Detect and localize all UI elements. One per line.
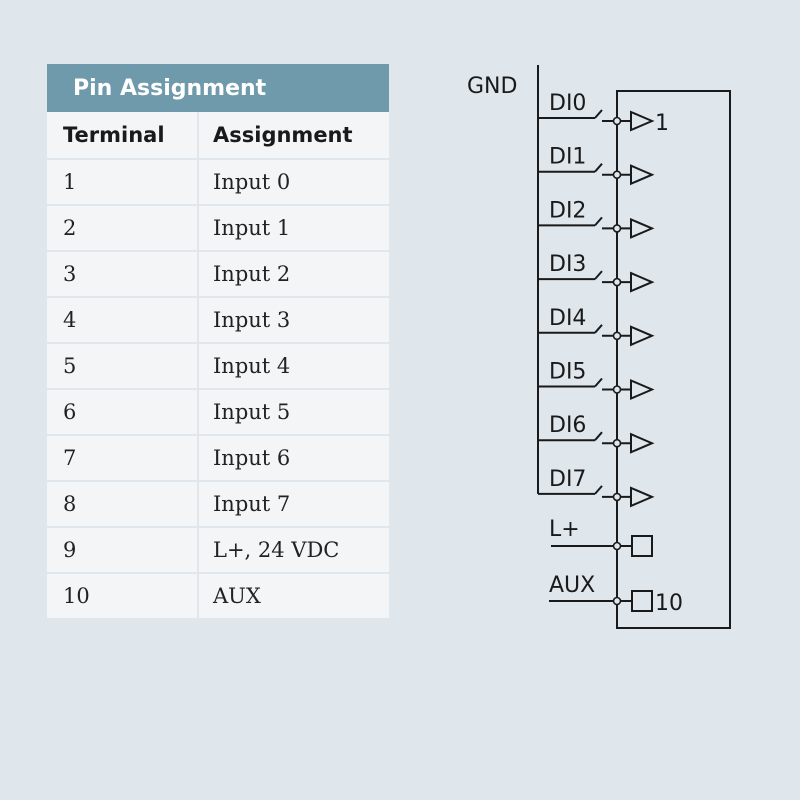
input-label: DI5 (549, 360, 586, 385)
assignment-cell: Input 2 (213, 262, 291, 286)
input-channel-di5: DI5 (538, 360, 655, 401)
terminal-cell: 4 (47, 298, 199, 342)
table-row: 6 Input 5 (47, 388, 389, 434)
table-row: 9 L+, 24 VDC (47, 526, 389, 572)
column-header-assignment: Assignment (213, 123, 353, 147)
terminal-dot (612, 331, 622, 341)
input-label: DI3 (549, 252, 586, 277)
input-arrow-icon (630, 110, 655, 132)
input-label: DI6 (549, 413, 586, 438)
switch-contact (594, 270, 603, 280)
column-header-terminal: Terminal (47, 112, 199, 158)
input-channel-di6: DI6 (538, 413, 655, 454)
terminal-dot (612, 116, 622, 126)
terminal-cell: 9 (47, 528, 199, 572)
input-channel-di0: DI0 1 (538, 91, 669, 136)
assignment-cell: Input 0 (213, 170, 291, 194)
terminal-dot (612, 596, 622, 606)
switch-contact (594, 485, 603, 495)
terminal-cell: 3 (47, 252, 199, 296)
aux-label: AUX (549, 573, 595, 598)
power-label: L+ (549, 517, 580, 542)
assignment-cell: Input 3 (213, 308, 291, 332)
assignment-cell: L+, 24 VDC (213, 538, 340, 562)
input-arrow-icon (630, 432, 655, 454)
table-row: 10 AUX (47, 572, 389, 618)
input-arrow-icon (630, 271, 655, 293)
terminal-cell: 1 (47, 160, 199, 204)
switch-contact (594, 163, 603, 173)
terminal-dot (612, 170, 622, 179)
terminal-cell: 8 (47, 482, 199, 526)
terminal-cell: 2 (47, 206, 199, 250)
input-label: DI2 (549, 198, 586, 223)
input-label: DI4 (549, 306, 586, 331)
terminal-cell: 6 (47, 390, 199, 434)
input-arrow-icon (630, 217, 655, 239)
input-channel-di7: DI7 (538, 467, 655, 508)
table-title: Pin Assignment (47, 64, 389, 112)
terminal-square-icon (631, 535, 653, 557)
input-channel-di4: DI4 (538, 306, 655, 347)
assignment-cell: Input 1 (213, 216, 291, 240)
input-label: DI0 (549, 91, 586, 116)
terminal-square-icon (631, 590, 653, 612)
assignment-cell: Input 7 (213, 492, 291, 516)
terminal-dot (612, 224, 622, 233)
power-terminal: L+ (549, 517, 653, 557)
assignment-cell: Input 6 (213, 446, 291, 470)
terminal-cell: 10 (47, 574, 199, 618)
table-row: 7 Input 6 (47, 434, 389, 480)
terminal-cell: 5 (47, 344, 199, 388)
module-outline (616, 90, 731, 629)
assignment-cell: Input 5 (213, 400, 291, 424)
terminal-dot (612, 541, 622, 551)
input-label: DI7 (549, 467, 586, 492)
switch-contact (594, 431, 603, 441)
switch-contact (594, 109, 603, 119)
switch-contact (594, 216, 603, 227)
assignment-cell: AUX (213, 584, 261, 608)
input-channel-di3: DI3 (538, 252, 655, 293)
input-label: DI1 (549, 145, 586, 170)
terminal-dot (612, 277, 622, 287)
terminal-number-label: 1 (655, 111, 669, 136)
input-arrow-icon (630, 164, 655, 186)
pin-assignment-table: Pin Assignment Terminal Assignment 1 Inp… (47, 64, 389, 618)
terminal-dot (612, 438, 622, 448)
terminal-dot (612, 385, 622, 394)
table-column-header-row: Terminal Assignment (47, 112, 389, 158)
terminal-number-label: 10 (655, 591, 683, 616)
table-row: 5 Input 4 (47, 342, 389, 388)
table-row: 3 Input 2 (47, 250, 389, 296)
switch-contact (594, 377, 603, 388)
input-arrow-icon (630, 486, 655, 508)
terminal-dot (612, 492, 622, 502)
terminal-cell: 7 (47, 436, 199, 480)
input-channel-di2: DI2 (538, 198, 655, 239)
input-channel-di1: DI1 (538, 145, 655, 186)
input-arrow-icon (630, 378, 655, 401)
gnd-label: GND (467, 74, 517, 99)
table-row: 4 Input 3 (47, 296, 389, 342)
input-arrow-icon (630, 325, 655, 347)
assignment-cell: Input 4 (213, 354, 291, 378)
switch-contact (594, 324, 603, 334)
aux-terminal: AUX 10 (549, 573, 683, 616)
table-row: 8 Input 7 (47, 480, 389, 526)
table-row: 2 Input 1 (47, 204, 389, 250)
table-row: 1 Input 0 (47, 158, 389, 204)
